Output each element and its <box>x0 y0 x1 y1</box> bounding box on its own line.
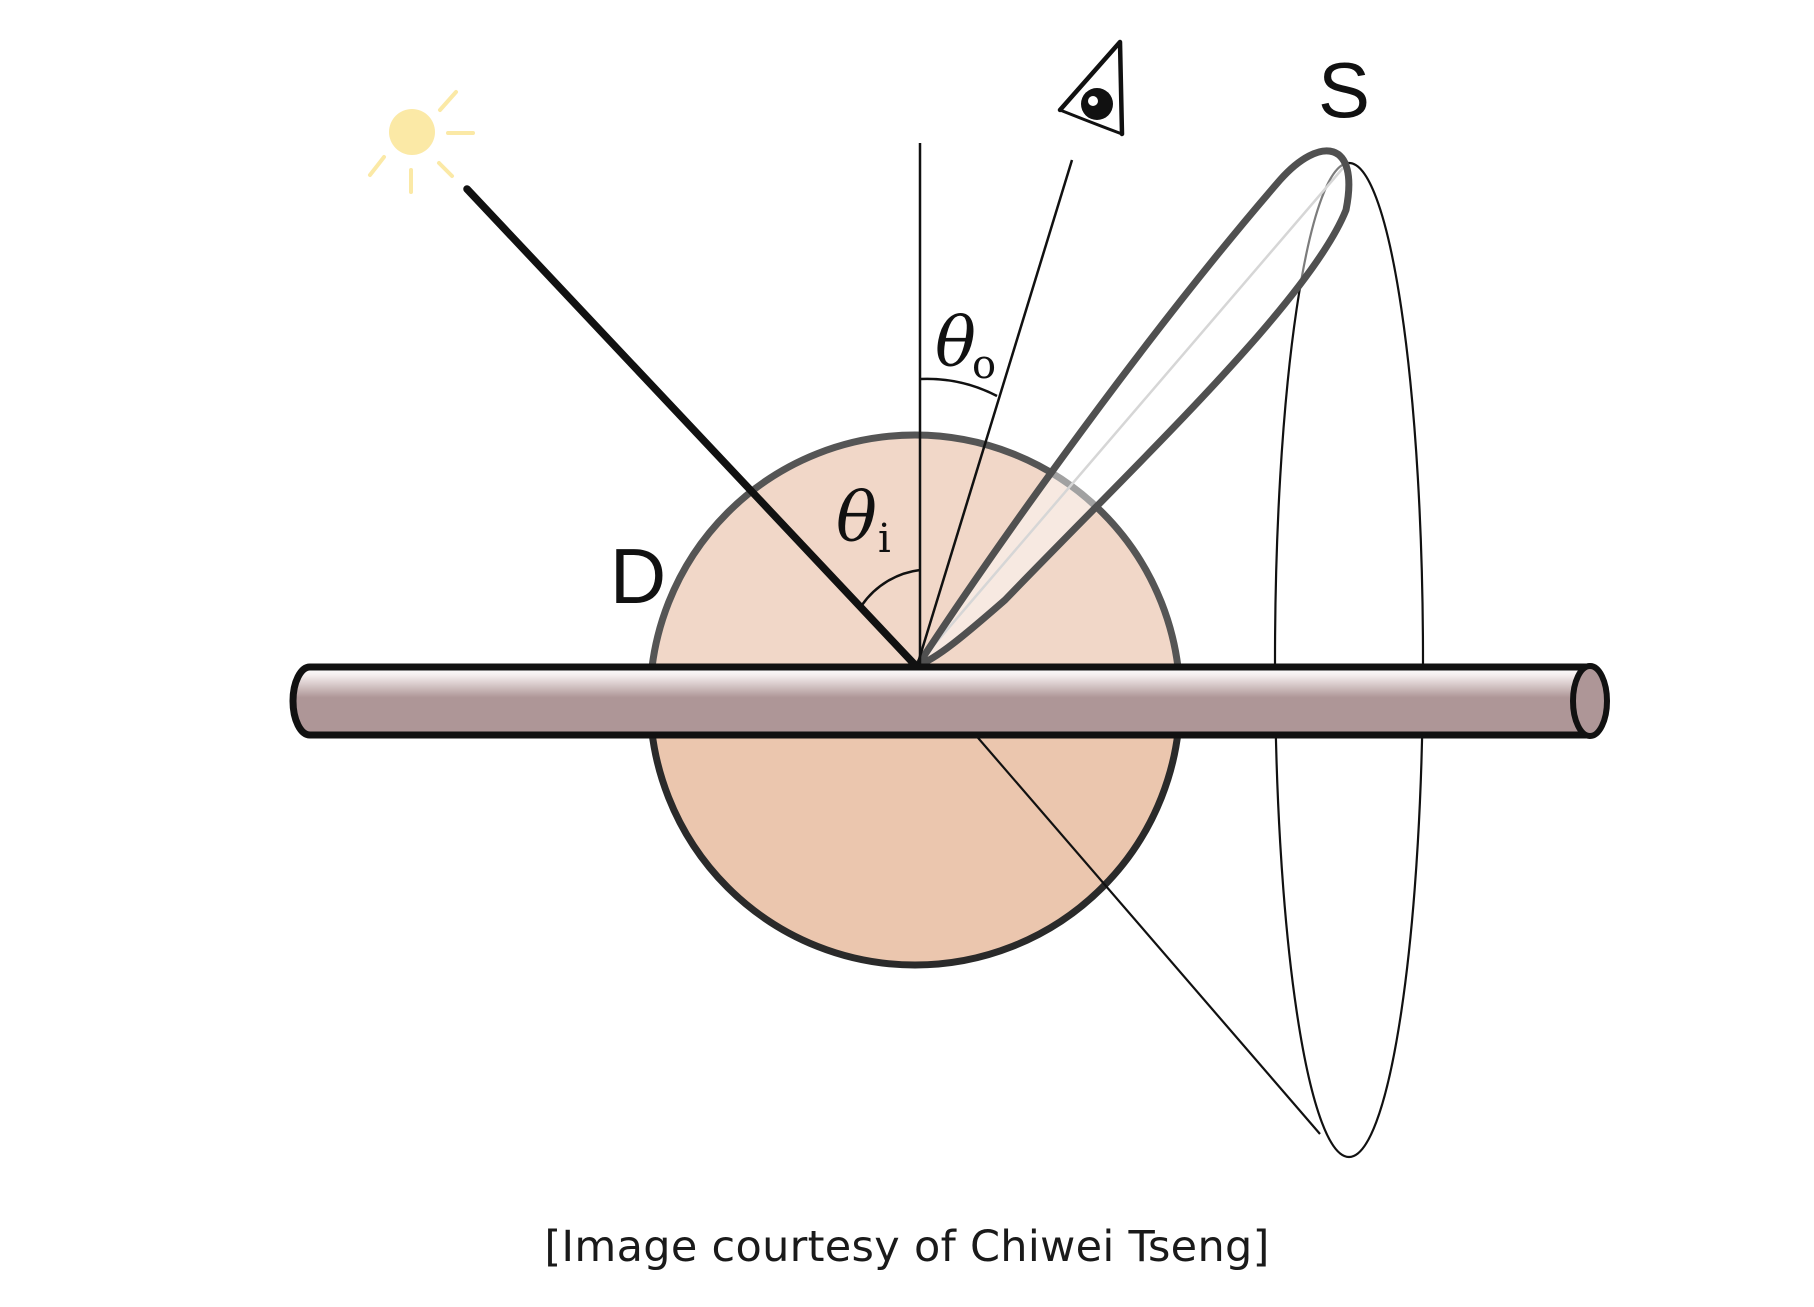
specular-label: S <box>1318 46 1370 134</box>
view-direction <box>915 159 1074 667</box>
theta-o-arc <box>919 377 998 398</box>
hair-fiber <box>289 663 1610 739</box>
svg-text:θ: θ <box>836 479 877 558</box>
svg-text:i: i <box>878 516 891 562</box>
specular-cone <box>915 161 1425 1159</box>
image-caption: [Image courtesy of Chiwei Tseng] <box>544 1222 1270 1272</box>
svg-text:θ: θ <box>935 304 976 383</box>
specular-lobe <box>914 147 1353 669</box>
incident-ray <box>463 185 920 670</box>
theta-o-label: θ o <box>935 304 996 388</box>
theta-i-label: θ i <box>836 479 891 562</box>
diffuse-label: D <box>610 532 666 620</box>
svg-text:o: o <box>972 342 996 388</box>
diffuse-lobe <box>646 431 1184 969</box>
eye-icon <box>1057 39 1125 137</box>
theta-i-arc <box>860 568 921 606</box>
sun-icon <box>368 90 475 194</box>
